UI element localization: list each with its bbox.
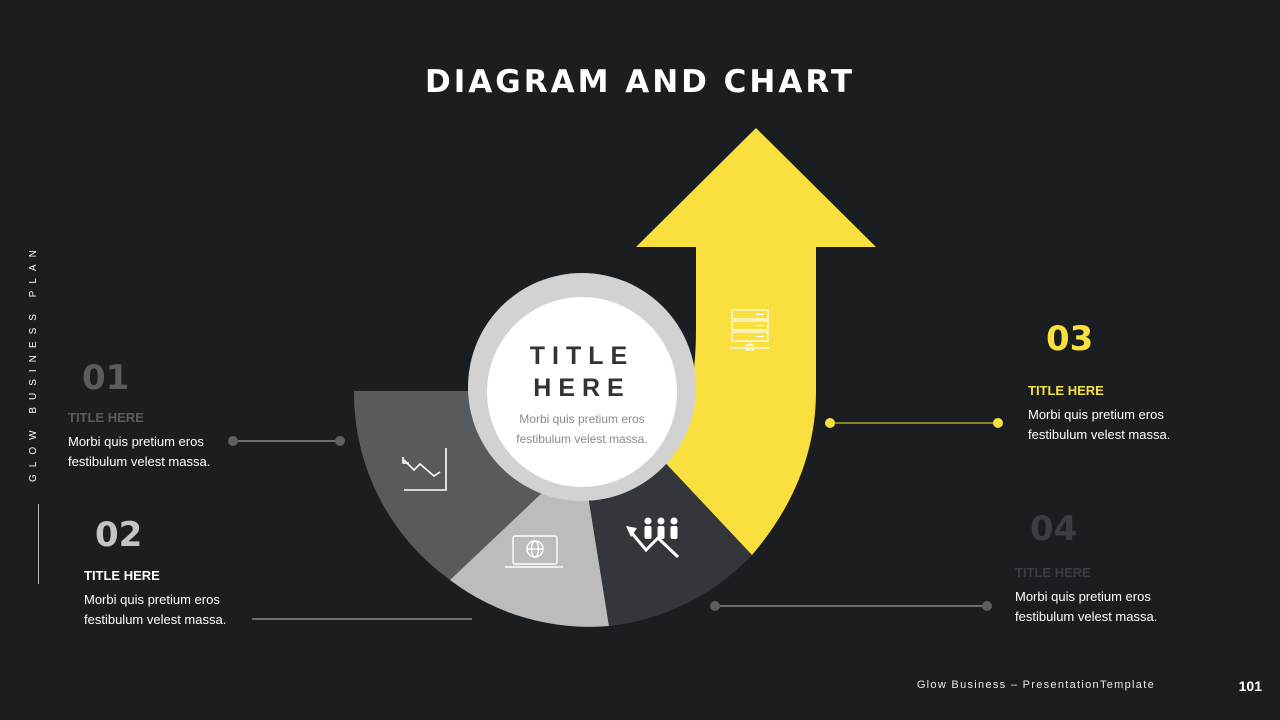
footer-text: Glow Business – PresentationTemplate: [916, 679, 1155, 691]
segment-03: [582, 455, 752, 626]
team-growth-icon: [626, 517, 680, 559]
page-number: 101: [1238, 678, 1262, 694]
center-circle: [487, 297, 677, 487]
connector-03: [825, 418, 1003, 428]
item-02-desc: Morbi quis pretium eros festibulum veles…: [84, 590, 264, 630]
item-02-desc-line1: Morbi quis pretium eros: [84, 592, 220, 607]
item-03-title: TITLE HERE: [1028, 383, 1104, 398]
center-title-line1: TITLE: [529, 342, 635, 370]
item-03-number: 03: [1046, 319, 1094, 359]
server-network-icon: [730, 309, 770, 351]
item-03-desc: Morbi quis pretium eros festibulum veles…: [1028, 405, 1208, 445]
connector-04: [710, 601, 992, 611]
item-04-desc-line2: festibulum velest massa.: [1015, 609, 1158, 624]
center-desc-line2: festibulum velest massa.: [516, 432, 648, 446]
item-03-desc-line1: Morbi quis pretium eros: [1028, 407, 1164, 422]
item-04-number: 04: [1030, 509, 1078, 549]
center-label: TITLE HERE Morbi quis pretium eros festi…: [490, 340, 674, 449]
item-04-title: TITLE HERE: [1015, 565, 1091, 580]
item-01-desc: Morbi quis pretium eros festibulum veles…: [68, 432, 248, 472]
center-desc-line1: Morbi quis pretium eros: [519, 412, 645, 426]
laptop-globe-icon: [505, 535, 563, 568]
connector-01: [228, 436, 345, 446]
item-01-number: 01: [82, 358, 130, 398]
center-title-line2: HERE: [533, 374, 631, 402]
item-01-desc-line1: Morbi quis pretium eros: [68, 434, 204, 449]
item-02-number: 02: [95, 515, 143, 555]
item-04-desc: Morbi quis pretium eros festibulum veles…: [1015, 587, 1195, 627]
item-01-desc-line2: festibulum velest massa.: [68, 454, 211, 469]
item-03-desc-line2: festibulum velest massa.: [1028, 427, 1171, 442]
page-title: DIAGRAM AND CHART: [425, 64, 855, 100]
item-04-desc-line1: Morbi quis pretium eros: [1015, 589, 1151, 604]
item-02-title: TITLE HERE: [84, 568, 160, 583]
item-02-desc-line2: festibulum velest massa.: [84, 612, 227, 627]
declining-chart-icon: [402, 448, 447, 491]
item-01-title: TITLE HERE: [68, 410, 144, 425]
side-divider: [38, 504, 39, 584]
